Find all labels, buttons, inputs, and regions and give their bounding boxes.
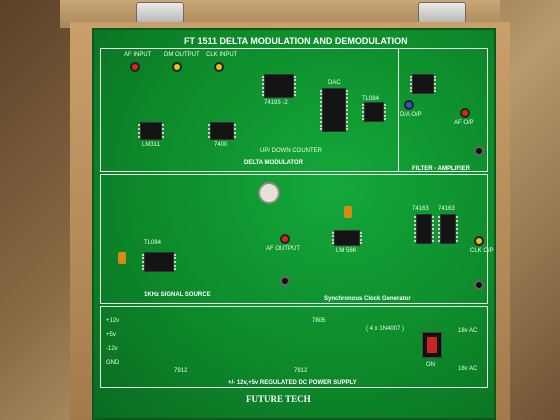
dac-label: DAC <box>328 80 341 86</box>
da-op-jack[interactable] <box>404 100 414 110</box>
on-label: ON <box>426 362 435 368</box>
filter-gnd-jack[interactable] <box>474 146 484 156</box>
clk-op-jack[interactable] <box>474 236 484 246</box>
ac18-b-label: 18v AC <box>458 366 478 372</box>
af-op-jack[interactable] <box>460 108 470 118</box>
ic-tl084-a-chip <box>362 102 386 122</box>
board-title: FT 1511 DELTA MODULATION AND DEMODULATIO… <box>184 36 408 46</box>
dm-output-label: DM OUTPUT <box>164 52 200 58</box>
ic-74163-b-chip <box>438 214 458 244</box>
ic-7400-chip <box>208 122 236 140</box>
ic-tl084-b-chip <box>142 252 176 272</box>
af-output-jack[interactable] <box>280 234 290 244</box>
af-op-label: AF O/P <box>454 120 474 126</box>
dm-output-jack[interactable] <box>172 62 182 72</box>
filter-ic-chip <box>410 74 436 94</box>
ic-74163-a-chip <box>414 214 434 244</box>
circuit-board: FT 1511 DELTA MODULATION AND DEMODULATIO… <box>92 28 496 420</box>
power-section <box>100 306 488 388</box>
diodes-label: ( 4 x 1N4007 ) <box>366 326 405 332</box>
vm12-label: -12v <box>106 346 118 352</box>
clock-label: Synchronous Clock Generator <box>324 296 411 302</box>
af-input-label: AF INPUT <box>124 52 152 58</box>
counter-label: UP/ DOWN COUNTER <box>260 148 322 154</box>
ic-74193-chip <box>262 74 296 98</box>
ic-lm311-label: LM311 <box>142 142 160 148</box>
ic-lm566-chip <box>332 230 362 246</box>
clk-op-label: CLK O/P <box>470 248 494 254</box>
signal-clock-section <box>100 174 488 304</box>
power-switch[interactable] <box>422 332 442 358</box>
v5-label: +5v <box>106 332 116 338</box>
ic-lm311-chip <box>138 122 164 140</box>
clk-input-jack[interactable] <box>214 62 224 72</box>
frequency-pot[interactable] <box>258 182 280 204</box>
ic-7812-label: 7812 <box>294 368 308 374</box>
ic-74163-b-label: 74163 <box>438 206 455 212</box>
signal-gnd-jack[interactable] <box>280 276 290 286</box>
ic-7805-label: 7805 <box>312 318 326 324</box>
da-op-label: D/A O/P <box>400 112 422 118</box>
modulator-label: DELTA MODULATOR <box>244 160 303 166</box>
timing-capacitor <box>344 206 352 218</box>
v12-label: +12v <box>106 318 120 324</box>
power-title: +/- 12v,+5v REGULATED DC POWER SUPPLY <box>228 380 357 386</box>
ic-7400-label: 7400 <box>214 142 228 148</box>
clk-input-label: CLK INPUT <box>206 52 238 58</box>
af-output-label: AF OUTPUT <box>266 246 300 252</box>
ic-7912-label: 7912 <box>174 368 188 374</box>
ac18-a-label: 18v AC <box>458 328 478 334</box>
ic-lm566-label: LM 566 <box>336 248 357 254</box>
af-input-jack[interactable] <box>130 62 140 72</box>
dac-chip <box>320 88 348 132</box>
brand-label: FUTURE TECH <box>246 394 311 404</box>
signal-source-label: 1KHz SIGNAL SOURCE <box>144 292 211 298</box>
clock-gnd-jack[interactable] <box>474 280 484 290</box>
filter-section <box>398 48 488 172</box>
ic-74193-label: 74193 -2 <box>264 100 288 106</box>
ic-tl084-b-label: TL084 <box>144 240 162 246</box>
ic-74163-a-label: 74163 <box>412 206 429 212</box>
ic-tl084-a-label: TL084 <box>362 96 380 102</box>
filter-label: FILTER - AMPLIFIER <box>412 166 470 172</box>
gnd-label: GND <box>106 360 120 366</box>
capacitor <box>118 252 126 264</box>
